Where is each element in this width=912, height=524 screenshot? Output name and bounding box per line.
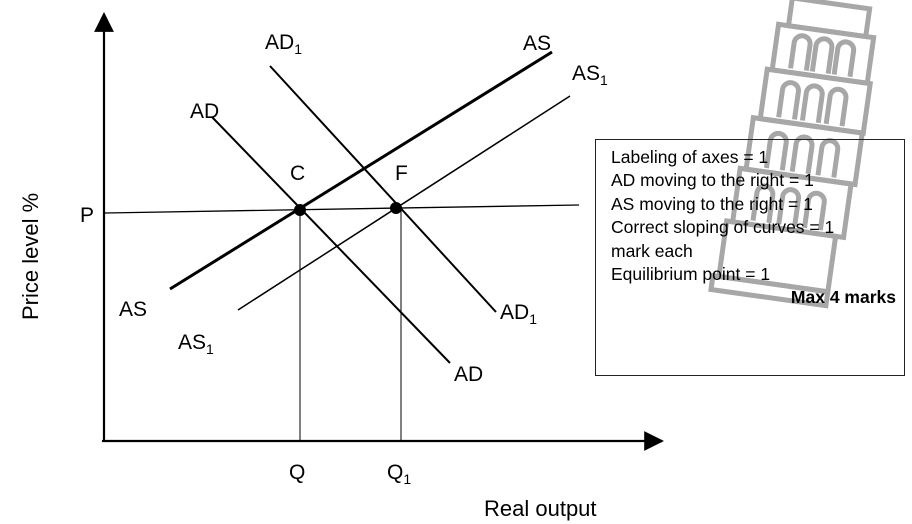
as-bottom-label: AS bbox=[119, 298, 147, 321]
q-label: Q bbox=[289, 461, 305, 484]
equilibrium-point-c bbox=[294, 204, 306, 216]
ad1-top-label: AD1 bbox=[265, 31, 302, 57]
max-marks-label: Max 4 marks bbox=[790, 287, 896, 308]
ad-bottom-label: AD bbox=[454, 363, 483, 386]
ad1-bottom-label: AD1 bbox=[500, 301, 537, 327]
point-c-label: C bbox=[290, 162, 305, 185]
as1-curve bbox=[237, 95, 571, 311]
x-axis-title: Real output bbox=[484, 496, 597, 521]
marking-line: Correct sloping of curves = 1 bbox=[611, 217, 835, 238]
marking-scheme-box: Labeling of axes = 1 AD moving to the ri… bbox=[595, 139, 905, 376]
ad1-curve bbox=[269, 65, 497, 313]
marking-line: Labeling of axes = 1 bbox=[611, 147, 769, 167]
price-line bbox=[103, 204, 580, 214]
y-axis-title: Price level % bbox=[18, 193, 43, 320]
as1-top-label: AS1 bbox=[572, 62, 608, 88]
as-top-label: AS bbox=[523, 32, 551, 55]
price-label: P bbox=[80, 204, 94, 227]
as-curve bbox=[169, 50, 553, 291]
marking-line: AS moving to the right = 1 bbox=[611, 193, 813, 214]
marking-line: mark each bbox=[611, 240, 693, 261]
marking-line: AD moving to the right = 1 bbox=[611, 170, 814, 191]
as1-bottom-label: AS1 bbox=[178, 331, 214, 357]
ad-curve bbox=[211, 116, 451, 364]
marking-line: Equilibrium point = 1 bbox=[611, 264, 771, 285]
ad-top-label: AD bbox=[190, 100, 219, 123]
equilibrium-point-f bbox=[390, 202, 402, 214]
leaning-tower-icon bbox=[708, 0, 877, 309]
q1-label: Q1 bbox=[387, 461, 411, 487]
point-f-label: F bbox=[395, 162, 408, 185]
